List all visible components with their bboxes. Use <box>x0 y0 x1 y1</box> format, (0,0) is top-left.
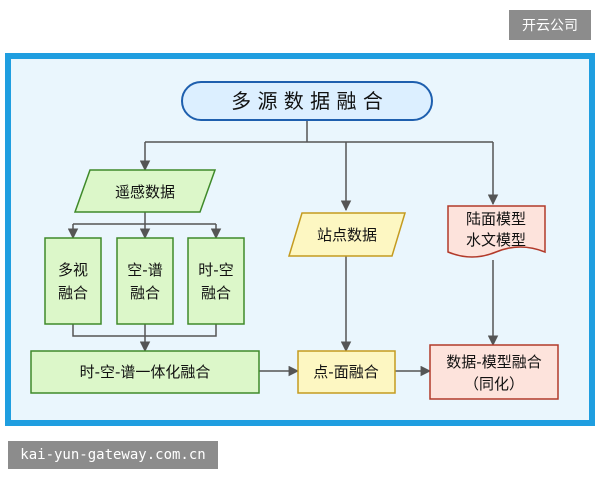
models-node: 陆面模型 水文模型 <box>447 205 546 258</box>
connectors <box>67 120 499 377</box>
spatial-spectral-line1: 空-谱 <box>127 261 162 279</box>
spatial-spectral-node: 空-谱 融合 <box>116 237 174 325</box>
station-data-label: 站点数据 <box>317 226 377 244</box>
assimilation-node: 数据-模型融合 （同化） <box>429 344 559 400</box>
watermark-bottom: kai-yun-gateway.com.cn <box>8 441 218 469</box>
multi-view-line2: 融合 <box>58 284 88 302</box>
remote-sensing-node: 遥感数据 <box>73 169 217 213</box>
station-data-node: 站点数据 <box>287 212 407 257</box>
integrated-fusion-label: 时-空-谱一体化融合 <box>80 363 211 381</box>
temporal-spatial-line1: 时-空 <box>198 261 233 279</box>
watermark-top: 开云公司 <box>509 10 591 40</box>
remote-sensing-label: 遥感数据 <box>115 183 175 201</box>
point-surface-node: 点-面融合 <box>297 350 396 394</box>
multi-view-line1: 多视 <box>58 261 88 279</box>
temporal-spatial-line2: 融合 <box>201 284 231 302</box>
models-line2: 水文模型 <box>466 231 526 249</box>
point-surface-label: 点-面融合 <box>313 363 378 381</box>
title-text: 多 源 数 据 融 合 <box>231 89 383 113</box>
spatial-spectral-line2: 融合 <box>130 284 160 302</box>
temporal-spatial-node: 时-空 融合 <box>187 237 245 325</box>
multi-view-node: 多视 融合 <box>44 237 102 325</box>
models-line1: 陆面模型 <box>466 210 526 228</box>
assimilation-line1: 数据-模型融合 <box>446 353 541 371</box>
integrated-fusion-node: 时-空-谱一体化融合 <box>30 350 260 394</box>
assimilation-line2: （同化） <box>464 375 524 393</box>
title-node: 多 源 数 据 融 合 <box>181 81 433 121</box>
